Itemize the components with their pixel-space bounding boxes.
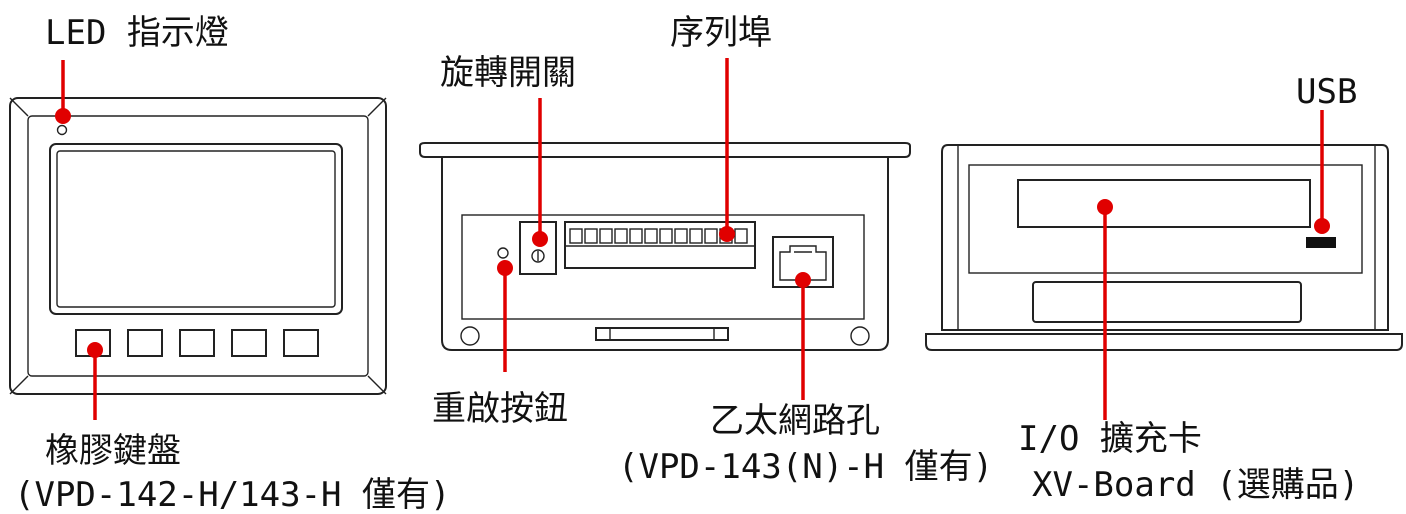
expansion-slot (1017, 179, 1311, 228)
front-bezel-inner (27, 115, 369, 377)
keypad-note: (VPD-142-H/143-H 僅有) (14, 475, 450, 514)
callouts (55, 58, 1330, 420)
reset-marker (497, 260, 513, 276)
bottom-view (419, 142, 911, 351)
io-card-label: I/O 擴充卡 (1018, 419, 1202, 459)
rotary-marker (532, 231, 548, 247)
ethernet-marker (795, 272, 811, 288)
keypad-key-3 (179, 329, 215, 357)
keypad-marker (87, 342, 103, 358)
reset-button-hole (497, 247, 509, 259)
led-marker (55, 108, 71, 124)
usb-label: USB (1296, 72, 1357, 112)
io-marker (1097, 199, 1113, 215)
keypad-key-5 (283, 329, 319, 357)
expansion-panel (968, 164, 1363, 274)
io-card-note: XV-Board (選購品) (1032, 465, 1359, 505)
top-flange (925, 333, 1403, 351)
serial-marker (719, 226, 735, 242)
bottom-body (441, 157, 889, 351)
reset-button-label: 重啟按鈕 (432, 389, 568, 429)
ethernet-label: 乙太網路孔 (710, 401, 880, 441)
screen (56, 150, 336, 308)
keypad-key-4 (231, 329, 267, 357)
screw-left (460, 326, 480, 346)
io-panel (461, 214, 865, 320)
usb-marker (1314, 218, 1330, 234)
front-view (9, 97, 387, 395)
usb-port (1306, 237, 1336, 248)
top-body (941, 144, 1389, 331)
keypad-key-2 (127, 329, 163, 357)
bottom-connector (595, 327, 729, 341)
screw-right (850, 326, 870, 346)
front-bezel-outer (9, 97, 387, 395)
lower-slot (1032, 281, 1302, 323)
rotary-switch-label: 旋轉開關 (440, 53, 576, 93)
rotary-switch (519, 221, 557, 275)
top-view (925, 144, 1403, 351)
screen-frame (49, 143, 343, 315)
keypad-label: 橡膠鍵盤 (45, 431, 181, 471)
led-indicator (56, 124, 68, 136)
bottom-flange (419, 142, 911, 158)
led-label: LED 指示燈 (45, 13, 229, 53)
ethernet-note: (VPD-143(N)-H 僅有) (618, 447, 993, 487)
serial-port-label: 序列埠 (670, 13, 772, 53)
